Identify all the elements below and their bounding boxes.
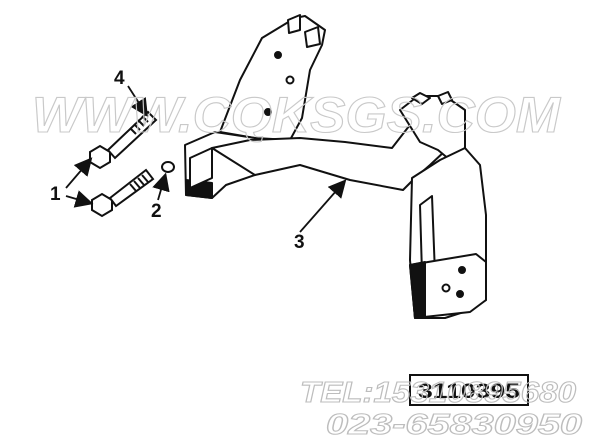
leader-1-lower bbox=[65, 190, 94, 208]
callout-4: 4 bbox=[114, 68, 125, 89]
callout-3: 3 bbox=[294, 232, 305, 253]
leader-1-upper bbox=[65, 157, 93, 189]
leader-4 bbox=[127, 85, 148, 118]
watermark-tel: TEL:15310895680 bbox=[300, 377, 576, 409]
callout-leaders bbox=[65, 85, 347, 233]
callout-1: 1 bbox=[50, 184, 61, 205]
mounting-bracket bbox=[184, 14, 487, 319]
leader-3 bbox=[299, 179, 347, 233]
figure-code-box: 3110395 bbox=[409, 374, 529, 406]
callout-2: 2 bbox=[151, 201, 162, 222]
bolt-lower bbox=[91, 168, 155, 218]
figure-code: 3110395 bbox=[418, 380, 520, 403]
leader-2 bbox=[152, 172, 170, 201]
watermark-phone: 023-65830950 bbox=[326, 409, 582, 441]
lock-washer bbox=[161, 161, 175, 173]
watermark-site: WWW.CQKSGS.COM bbox=[32, 87, 561, 143]
